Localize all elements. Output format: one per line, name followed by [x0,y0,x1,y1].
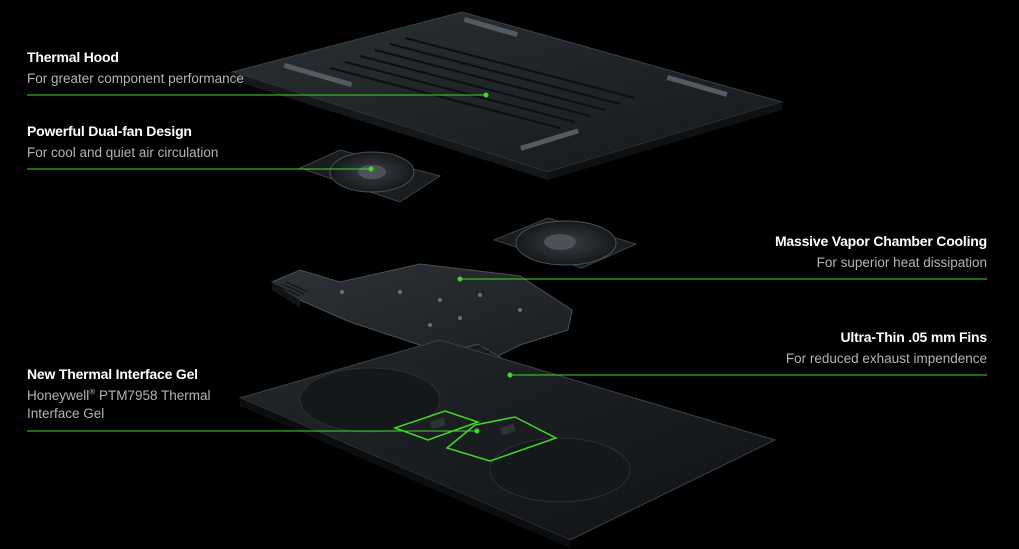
callout-title: New Thermal Interface Gel [27,366,198,382]
product-name: PTM7958 Thermal Interface Gel [27,388,211,421]
callout-vapor-chamber: Massive Vapor Chamber Cooling For superi… [667,232,987,272]
callout-thermal-hood: Thermal Hood For greater component perfo… [27,48,327,88]
callout-title: Thermal Hood [27,49,119,65]
callout-title: Ultra-Thin .05 mm Fins [840,329,987,345]
left-fan [298,149,442,203]
callout-fins: Ultra-Thin .05 mm Fins For reduced exhau… [667,328,987,368]
callout-leaders [27,92,987,434]
callout-description: For superior heat dissipation [816,255,987,270]
registered-mark: ® [89,387,96,397]
callout-description: For greater component performance [27,71,244,86]
chassis-base [238,339,777,548]
callout-description: Honeywell® PTM7958 Thermal Interface Gel [27,387,237,423]
right-fan [492,217,638,269]
brand-name: Honeywell [27,388,90,403]
callout-description: For reduced exhaust impendence [785,351,987,366]
thermal-hood-panel [230,11,784,180]
callout-title: Powerful Dual-fan Design [27,123,192,139]
callout-dual-fan: Powerful Dual-fan Design For cool and qu… [27,122,327,162]
callout-title: Massive Vapor Chamber Cooling [774,233,987,249]
vapor-chamber-plate [270,263,573,371]
callout-thermal-gel: New Thermal Interface Gel Honeywell® PTM… [27,365,237,423]
callout-description: For cool and quiet air circulation [27,145,219,160]
